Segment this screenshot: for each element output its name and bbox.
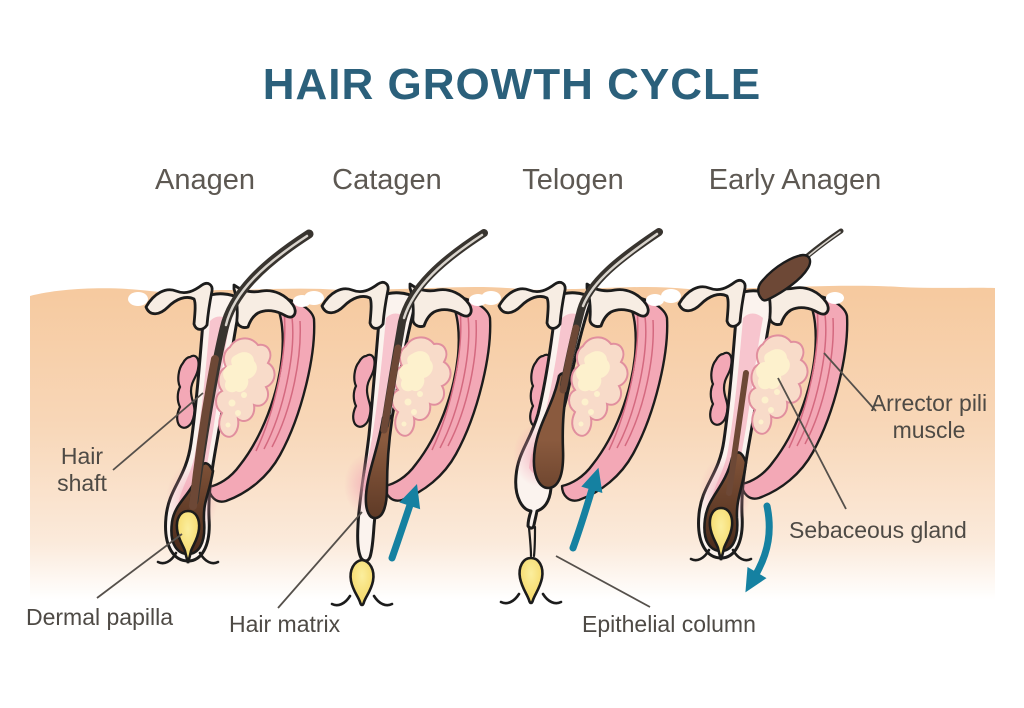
stage-label-telogen: Telogen <box>522 164 624 196</box>
early-anagen-down-arrow-icon <box>745 502 773 593</box>
dermal-papilla-leader <box>96 533 183 599</box>
hair-shaft-leader <box>112 392 204 471</box>
new-hair-shaft-path <box>726 370 749 496</box>
stage-label-catagen: Catagen <box>332 164 442 196</box>
epithelial-column-label: Epithelial column <box>582 611 756 637</box>
arrector-pili-leader <box>823 352 877 412</box>
sebaceous-gland-label: Sebaceous gland <box>789 517 967 543</box>
dermal-papilla-shape <box>708 506 734 561</box>
epithelial-column-shape <box>527 526 533 558</box>
follicle-anagen <box>126 229 316 565</box>
follicle-catagen <box>302 229 492 607</box>
hair-matrix-leader <box>277 511 363 609</box>
hair-shaft-label: Hair shaft <box>57 443 107 497</box>
stage-label-early-anagen: Early Anagen <box>708 164 882 196</box>
catagen-up-arrow-icon <box>388 483 421 562</box>
follicle-telogen <box>479 228 669 605</box>
arrector-pili-muscle-label: Arrector pili muscle <box>870 390 988 444</box>
shed-club-hair <box>757 253 812 302</box>
sebaceous-gland-leader <box>777 377 847 510</box>
leader-lines <box>96 352 877 609</box>
hair-matrix-label: Hair matrix <box>229 611 341 637</box>
epithelial-column-leader <box>555 555 651 608</box>
dermal-papilla-label: Dermal papilla <box>26 604 174 630</box>
dermal-papilla-shape <box>518 556 544 605</box>
telogen-up-arrow-icon <box>569 467 603 552</box>
page-title: HAIR GROWTH CYCLE <box>262 60 762 109</box>
follicle-early-anagen <box>659 228 849 593</box>
dermal-papilla-shape <box>349 558 375 607</box>
regressing-club <box>364 412 394 520</box>
stage-label-anagen: Anagen <box>155 164 255 196</box>
dermal-papilla-shape <box>175 509 201 564</box>
